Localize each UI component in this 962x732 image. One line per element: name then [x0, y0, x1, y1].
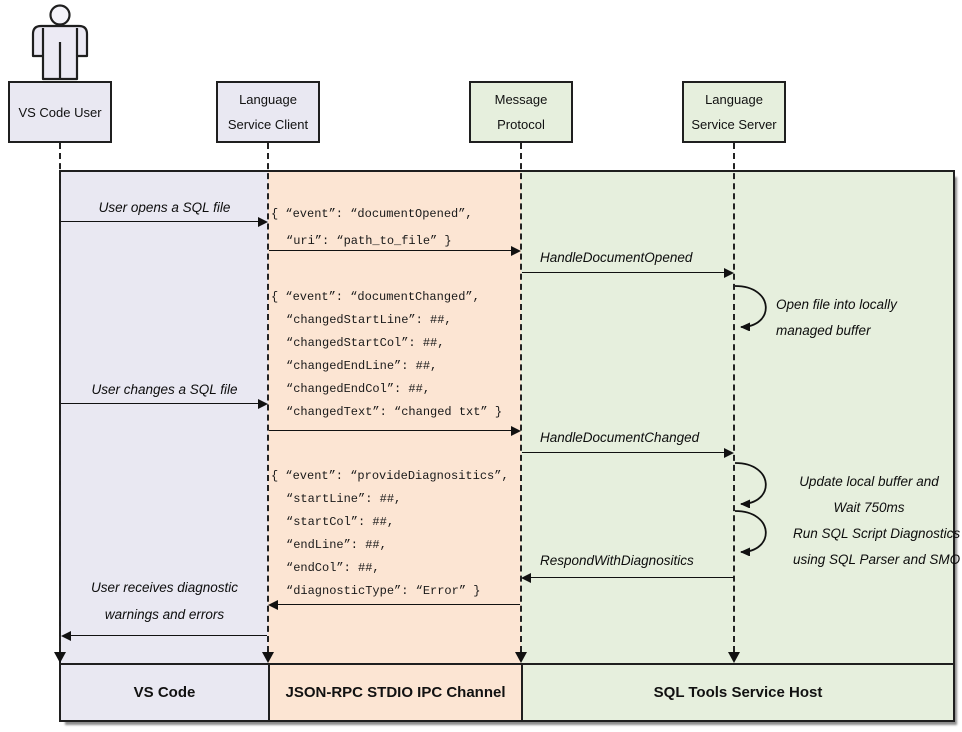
lifeline-client [267, 143, 269, 652]
actor-label: Service Server [691, 117, 777, 132]
actor-label: Service Client [227, 117, 309, 132]
lane-bg-vscode [61, 172, 268, 720]
payload-provide-diagnostics: { “event”: “provideDiagnositics”, “start… [271, 469, 509, 598]
self-loop-run-diagnostics [734, 510, 767, 556]
arrowhead-right-icon [511, 425, 521, 436]
lane-title-row: VS Code JSON-RPC STDIO IPC Channel SQL T… [59, 663, 955, 722]
actor-label: Language [239, 92, 297, 107]
arrowhead-right-icon [258, 398, 268, 409]
actor-label: Language [705, 92, 763, 107]
lane-bg-host [521, 172, 953, 720]
lifeline-protocol [520, 143, 522, 652]
arrowhead-right-icon [724, 267, 734, 278]
label-update-buffer: Update local buffer and Wait 750ms [799, 474, 939, 515]
actor-label: VS Code User [18, 104, 102, 120]
label-handle-opened: HandleDocumentOpened [540, 250, 693, 265]
user-actor-icon [31, 4, 89, 81]
lifeline-server [733, 143, 735, 652]
actor-box-server: Language Service Server [682, 81, 786, 143]
arrowhead-left-icon [521, 572, 531, 583]
label-open-file: Open file into locally managed buffer [776, 297, 897, 338]
arrow-provide-diagnostics [268, 599, 520, 610]
arrow-user-changes [61, 398, 268, 409]
arrow-user-opens [61, 216, 268, 227]
self-loop-update-buffer [734, 462, 767, 508]
self-loop-open-file [734, 285, 767, 331]
arrowhead-left-icon [61, 630, 71, 641]
label-user-changes: User changes a SQL file [91, 382, 238, 397]
arrow-user-receives [61, 630, 267, 641]
lifeline-end-arrow [515, 652, 527, 663]
lifeline-user [59, 143, 61, 652]
arrow-document-opened [269, 245, 521, 256]
arrowhead-left-icon [268, 599, 278, 610]
lifeline-end-arrow [262, 652, 274, 663]
actor-label: Message [494, 92, 548, 107]
actor-box-client: Language Service Client [216, 81, 320, 143]
lane-ipc: JSON-RPC STDIO IPC Channel [268, 665, 521, 720]
arrowhead-right-icon [258, 216, 268, 227]
label-run-diagnostics: Run SQL Script Diagnostics using SQL Par… [793, 526, 961, 567]
arrow-handle-opened [522, 267, 734, 278]
payload-document-changed: { “event”: “documentChanged”, “changedSt… [271, 290, 503, 419]
actor-box-protocol: Message Protocol [469, 81, 573, 143]
lane-vscode: VS Code [133, 684, 196, 701]
label-user-receives: User receives diagnostic warnings and er… [90, 580, 239, 622]
arrow-document-changed [269, 425, 521, 436]
lane-host: SQL Tools Service Host [521, 665, 953, 720]
lane-bg-ipc [268, 172, 521, 720]
actor-box-user: VS Code User [8, 81, 112, 143]
swimlane-band [59, 170, 955, 722]
label-user-opens: User opens a SQL file [98, 200, 231, 215]
lifeline-end-arrow [54, 652, 66, 663]
label-handle-changed: HandleDocumentChanged [540, 430, 700, 445]
label-respond: RespondWithDiagnositics [540, 553, 694, 568]
arrowhead-right-icon [511, 245, 521, 256]
payload-document-opened: { “event”: “documentOpened”, “uri”: “pat… [271, 207, 473, 248]
arrowhead-right-icon [724, 447, 734, 458]
arrow-handle-changed [522, 447, 734, 458]
arrow-respond-diagnostics [521, 572, 734, 583]
actor-label: Protocol [497, 117, 545, 132]
lifeline-end-arrow [728, 652, 740, 663]
